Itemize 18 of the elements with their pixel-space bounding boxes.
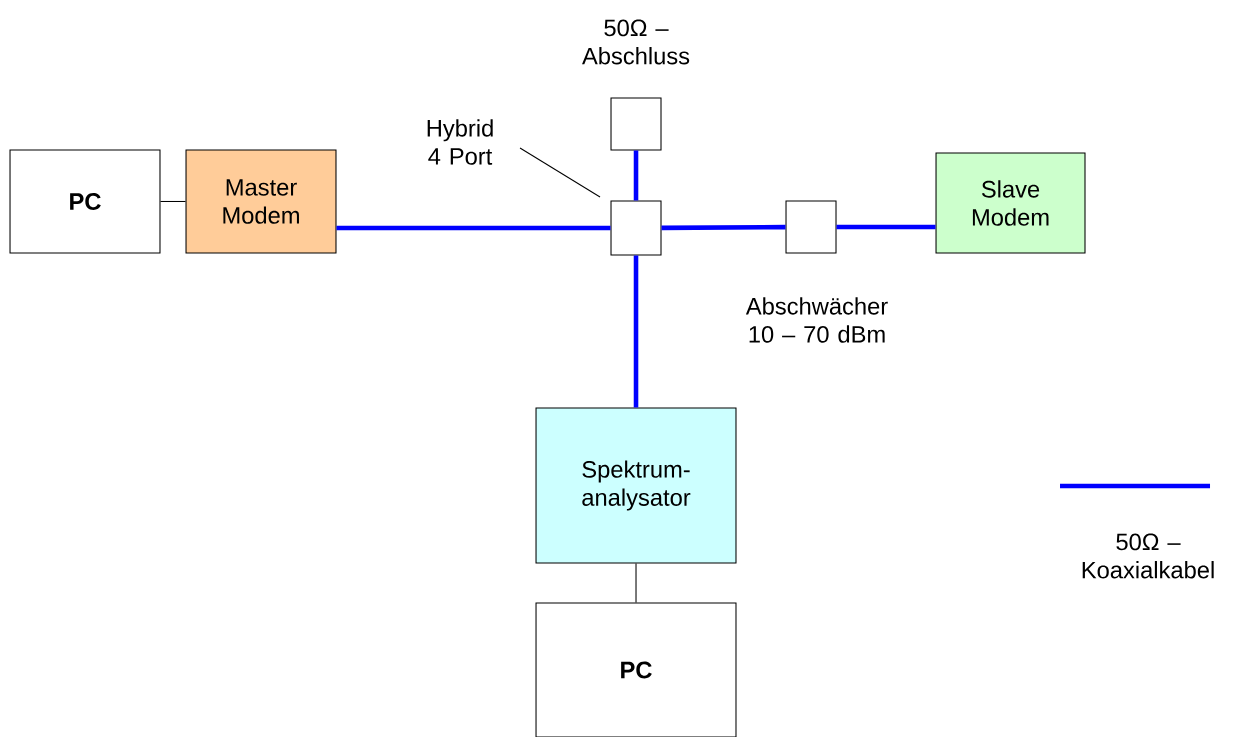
component-label: Abschwächer 10 – 70 dBm	[745, 297, 888, 343]
cable-line	[661, 224, 786, 231]
callout-label: Hybrid 4 Port	[427, 119, 493, 165]
connector-line	[635, 563, 637, 603]
computer-box: PC	[9, 149, 161, 254]
modem-box: Slave Modem	[935, 152, 1086, 254]
hybrid-box	[610, 200, 662, 256]
computer-box: PC	[535, 602, 737, 737]
leader-line	[519, 147, 601, 198]
legend-label: 50Ω – Koaxialkabel	[1082, 533, 1214, 579]
analyzer-box: Spektrum-analysator	[535, 407, 737, 564]
cable-line	[336, 225, 611, 231]
component-label: 50Ω – Abschluss	[582, 19, 690, 65]
modem-box: Master Modem	[185, 149, 337, 254]
cable-line	[836, 224, 936, 230]
cable-line	[633, 255, 639, 408]
cable-line	[633, 150, 639, 201]
connector-line	[160, 200, 186, 202]
